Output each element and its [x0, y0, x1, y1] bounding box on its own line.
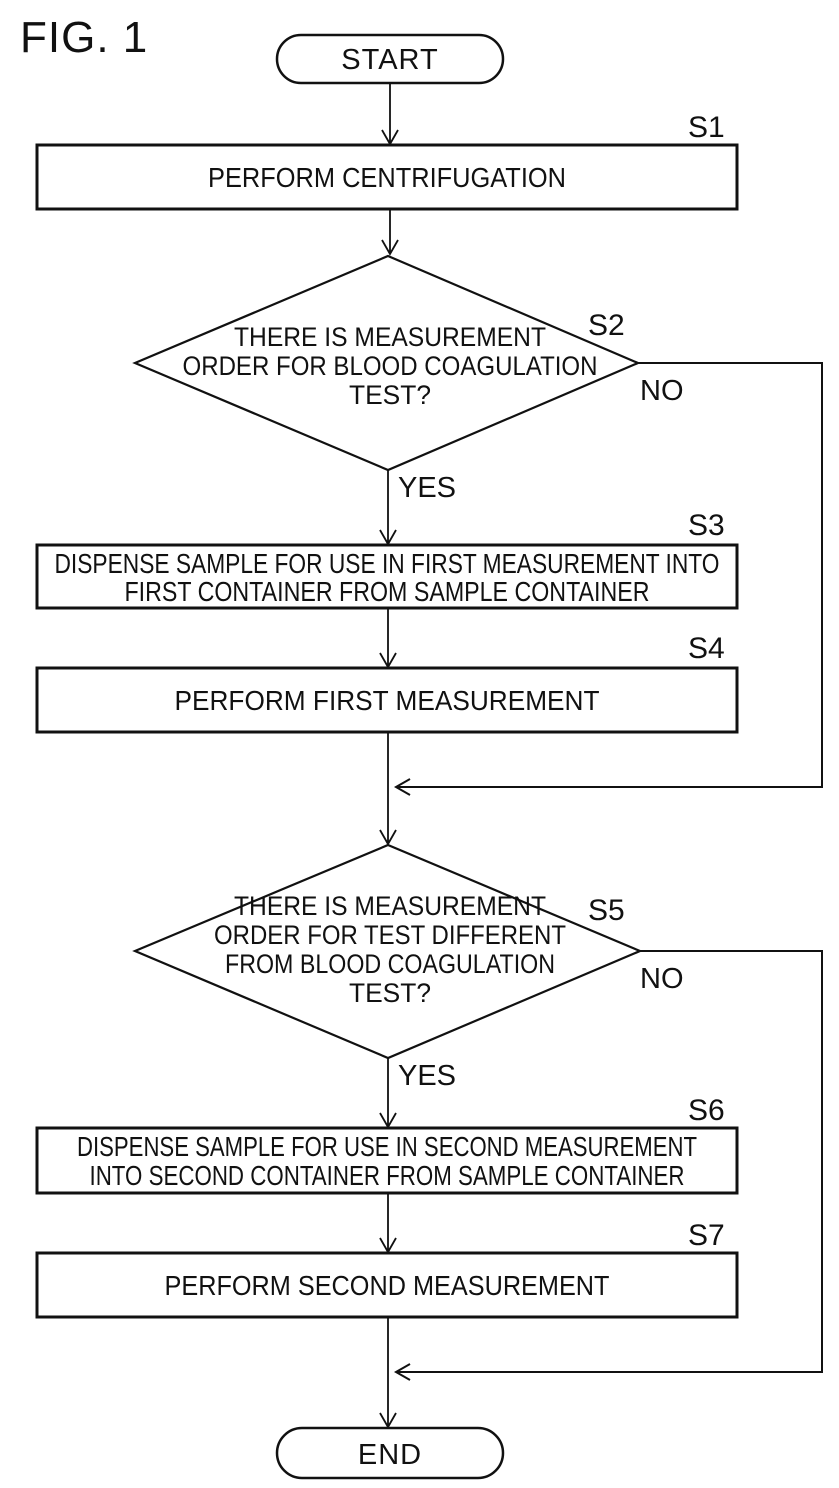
start-terminal-label: START	[341, 44, 438, 76]
step-id-s6: S6	[688, 1094, 725, 1127]
process-s1-text: PERFORM CENTRIFUGATION	[208, 162, 566, 193]
decision-s2-line1: THERE IS MEASUREMENT	[234, 322, 546, 352]
decision-s5-line4: TEST?	[349, 978, 431, 1008]
process-s4-text: PERFORM FIRST MEASUREMENT	[175, 685, 600, 716]
connector-s1-to-s2	[381, 209, 399, 256]
step-id-s3: S3	[688, 509, 725, 542]
connector-s3-to-s4	[379, 608, 397, 669]
decision-s2-line3: TEST?	[349, 380, 431, 410]
end-terminal	[275, 1426, 505, 1480]
process-s6-line2: INTO SECOND CONTAINER FROM SAMPLE CONTAI…	[90, 1160, 685, 1191]
decision-s5-line2: ORDER FOR TEST DIFFERENT	[214, 920, 566, 950]
step-id-s2: S2	[588, 309, 625, 342]
step-id-s5: S5	[588, 894, 625, 927]
decision-s5-line1: THERE IS MEASUREMENT	[234, 891, 546, 921]
branch-label-yes-s5: YES	[398, 1060, 456, 1092]
process-s3-line1: DISPENSE SAMPLE FOR USE IN FIRST MEASURE…	[55, 548, 720, 579]
process-s7-box	[35, 1251, 739, 1319]
branch-label-no-s2: NO	[640, 375, 684, 407]
step-id-s7: S7	[688, 1219, 725, 1252]
connector-s5-to-s6	[379, 1058, 397, 1129]
connector-s2-no-path	[393, 362, 823, 796]
connector-s7-to-end	[379, 1317, 397, 1429]
step-id-s4: S4	[688, 632, 725, 665]
process-s6-box	[35, 1126, 739, 1195]
process-s3-line2: FIRST CONTAINER FROM SAMPLE CONTAINER	[125, 576, 650, 607]
process-s1-box	[35, 143, 739, 211]
process-s4-box	[35, 666, 739, 734]
end-terminal-label: END	[358, 1439, 422, 1471]
branch-label-no-s5: NO	[640, 963, 684, 995]
connector-s4-to-s5	[379, 732, 397, 846]
figure-label: FIG. 1	[20, 13, 148, 62]
connector-s5-no-path	[393, 950, 823, 1381]
connector-s2-to-s3	[379, 470, 397, 546]
decision-s5-line3: FROM BLOOD COAGULATION	[225, 949, 555, 979]
process-s7-text: PERFORM SECOND MEASUREMENT	[165, 1270, 610, 1301]
branch-label-yes-s2: YES	[398, 472, 456, 504]
decision-s2-line2: ORDER FOR BLOOD COAGULATION	[183, 351, 598, 381]
step-id-s1: S1	[688, 111, 725, 144]
connector-s6-to-s7	[379, 1193, 397, 1254]
process-s6-line1: DISPENSE SAMPLE FOR USE IN SECOND MEASUR…	[77, 1131, 697, 1162]
process-s3-box	[35, 543, 739, 610]
connector-start-to-s1	[381, 83, 399, 146]
